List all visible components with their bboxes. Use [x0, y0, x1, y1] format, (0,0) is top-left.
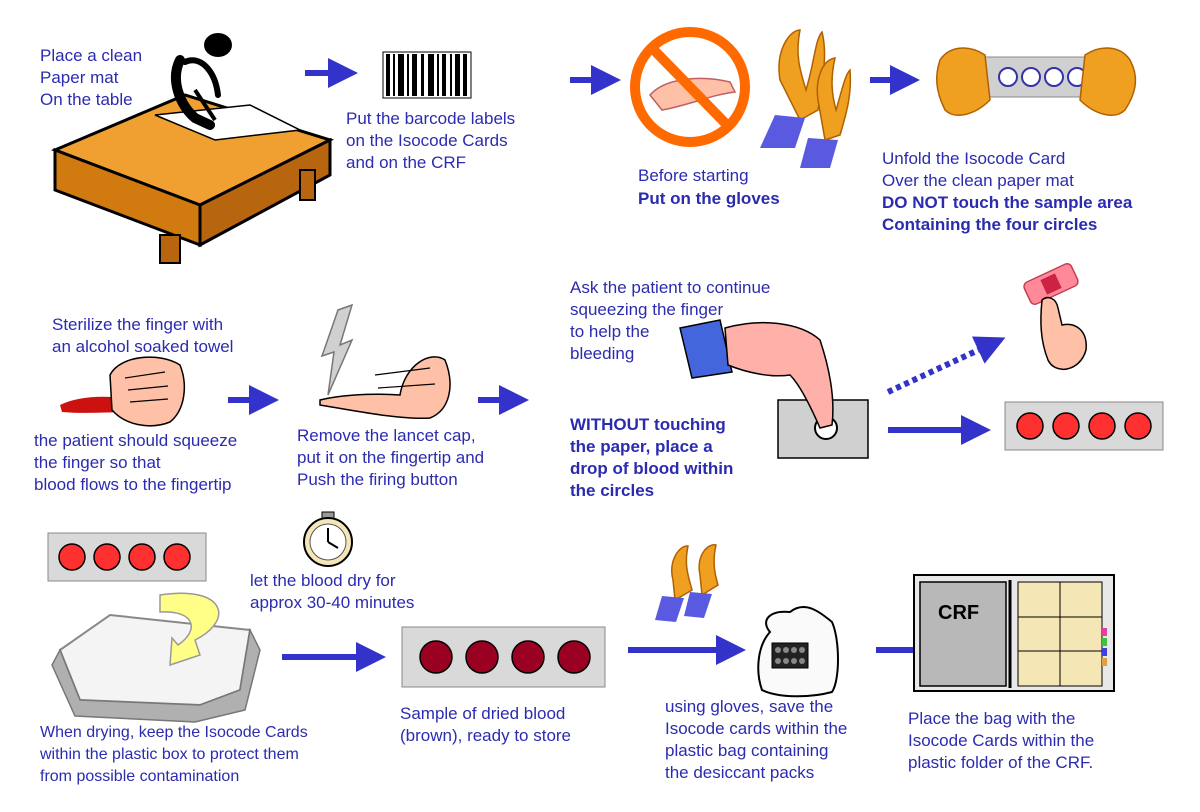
- step7-top-text: Ask the patient to continue squeezing th…: [570, 278, 771, 363]
- step10-text: Sample of dried blood (brown), ready to …: [400, 704, 572, 745]
- plastic-box-icon: [47, 532, 261, 723]
- step9-text: When drying, keep the Isocode Cards with…: [40, 724, 308, 785]
- step6-text: Remove the lancet cap, put it on the fin…: [297, 426, 485, 489]
- step11-text: using gloves, save the Isocode cards wit…: [665, 697, 848, 782]
- no-bare-hands-icon: [630, 27, 750, 147]
- gloves-small-icon: [655, 544, 719, 622]
- step12-text: Place the bag with the Isocode Cards wit…: [908, 709, 1095, 772]
- desk-icon: [50, 33, 335, 264]
- step4-text: Unfold the Isocode Card Over the clean p…: [882, 149, 1074, 190]
- bag-icon: [757, 606, 839, 698]
- pointing-hand-icon: [679, 319, 869, 459]
- step4-bold-text: DO NOT touch the sample area Containing …: [882, 193, 1133, 234]
- arrow-6-dotted: [886, 336, 1006, 395]
- dried-card-icon: [401, 626, 606, 688]
- gloves-icon: [760, 29, 852, 168]
- step7-bold-text: WITHOUT touching the paper, place a drop…: [570, 415, 734, 500]
- step3-bold-text: Put on the gloves: [638, 189, 780, 208]
- stopwatch-icon: [303, 511, 353, 567]
- crf-label: CRF: [938, 602, 980, 624]
- bandaged-finger-icon: [1023, 263, 1087, 370]
- barcode-icon: [382, 51, 472, 99]
- step3-text: Before starting: [638, 166, 749, 185]
- lancet-icon: [319, 303, 451, 420]
- step5-top-text: Sterilize the finger with an alcohol soa…: [52, 315, 234, 356]
- blood-card-icon: [1004, 401, 1164, 451]
- finger-towel-icon: [60, 356, 186, 427]
- step2-text: Put the barcode labels on the Isocode Ca…: [346, 109, 516, 172]
- step8-text: let the blood dry for approx 30-40 minut…: [250, 571, 415, 612]
- card-hands-icon: [935, 47, 1137, 116]
- step5-bottom-text: the patient should squeeze the finger so…: [34, 431, 238, 494]
- crf-folder-icon: [913, 574, 1115, 692]
- step1-text: Place a clean Paper mat On the table: [40, 46, 143, 109]
